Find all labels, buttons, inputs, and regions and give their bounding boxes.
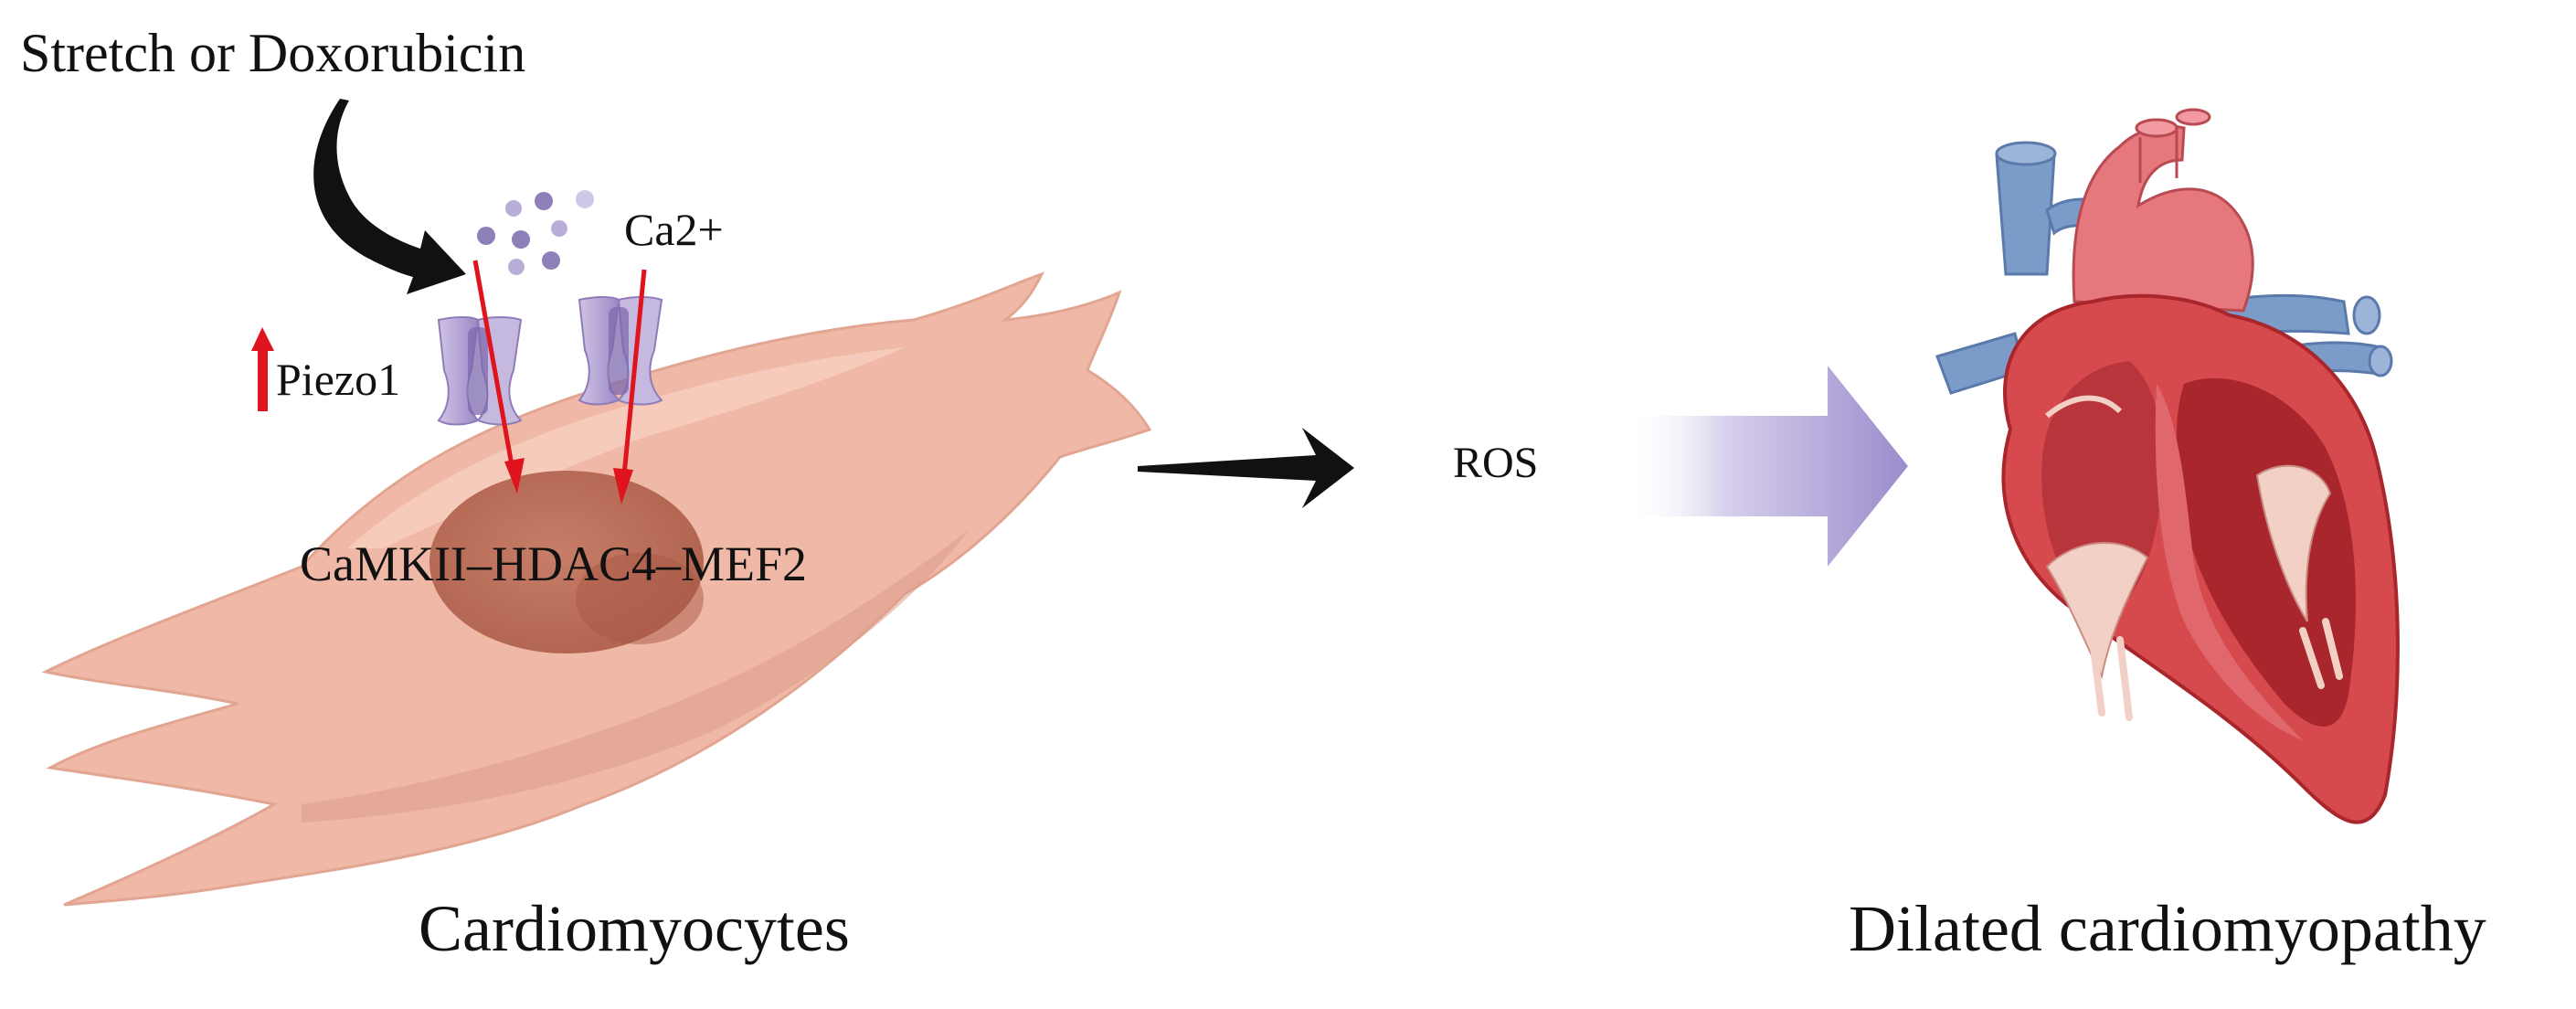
- calcium-influx-arrows: [472, 260, 647, 504]
- ion-dot: [508, 259, 525, 275]
- stimulus-arrow: [313, 99, 466, 294]
- influx-arrowhead-right: [613, 468, 633, 504]
- ion-dot: [542, 251, 560, 270]
- cell-output-arrow: [1138, 428, 1354, 508]
- cell-shadow: [302, 530, 969, 823]
- piezo1-channel-right: [578, 296, 663, 406]
- nucleus-shade: [576, 553, 704, 644]
- piezo1-channel-left: [437, 316, 523, 426]
- ion-dot: [512, 230, 530, 249]
- heart-left-ventricle: [2176, 377, 2356, 727]
- ros-arrow: [1627, 366, 1908, 567]
- heart-aorta: [2072, 124, 2254, 313]
- ion-dot: [576, 190, 594, 208]
- ros-label: ROS: [1453, 439, 1538, 487]
- heart-septum: [2155, 384, 2303, 740]
- ion-dot: [551, 220, 567, 237]
- influx-arrow-right: [620, 269, 647, 485]
- pathway-label: CaMKII–HDAC4–MEF2: [300, 536, 807, 591]
- heart-tricuspid-valve: [2045, 542, 2149, 680]
- calcium-ions: [477, 190, 594, 275]
- influx-arrow-left: [472, 260, 516, 476]
- piezo1-label: Piezo1: [276, 354, 400, 405]
- cardiomyocyte-cell: [41, 271, 1152, 907]
- cell-caption: Cardiomyocytes: [419, 892, 850, 965]
- red-up-arrow-icon: [251, 327, 274, 411]
- heart-mitral-valve: [2255, 464, 2332, 622]
- heart-svc: [1995, 146, 2056, 276]
- stimulus-label: Stretch or Doxorubicin: [20, 23, 525, 83]
- ion-dot: [477, 227, 495, 245]
- calcium-label: Ca2+: [624, 204, 724, 255]
- influx-arrowhead-left: [504, 458, 525, 494]
- heart-icon: [1935, 108, 2400, 824]
- ion-dot: [505, 200, 522, 217]
- ion-dot: [535, 192, 553, 210]
- outcome-caption: Dilated cardiomyopathy: [1849, 892, 2486, 965]
